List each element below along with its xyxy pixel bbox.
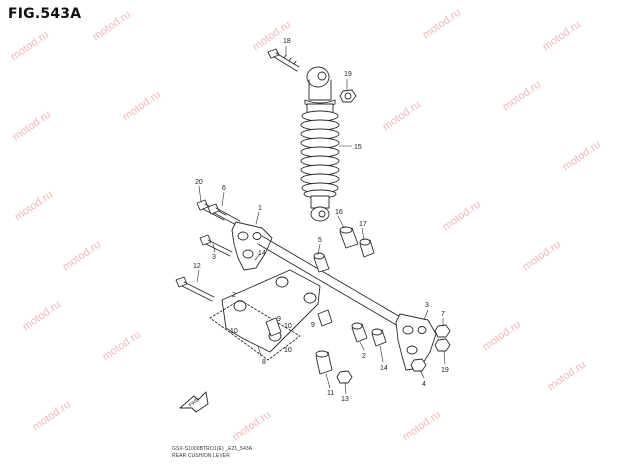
center-rod [257,235,403,327]
callout-label: 6 [222,185,226,192]
nut-7 [434,324,451,338]
callout-label: 19 [344,71,352,78]
callout-label: 2 [232,292,236,299]
collar-9-left [265,317,282,337]
callout-label: 10 [284,323,292,330]
front-arrow-icon [179,391,209,413]
callout-label: 9 [311,322,315,329]
bolt-6 [207,203,241,227]
bolt-11 [315,350,333,375]
callouts: 18 19 15 20 6 1 16 17 5 3 14 12 2 7 3 9 … [193,38,449,403]
bushing-5 [313,252,330,273]
figure-title: FIG.543A [8,6,82,22]
callout-label: 2 [362,353,366,360]
callout-label: 3 [425,302,429,309]
callout-label: 3 [212,254,216,261]
callout-label: 14 [380,365,388,372]
bracket-1-right [395,313,437,371]
callout-label: 8 [262,359,266,366]
callout-label: 13 [341,396,349,403]
footer-model-code: GSX-S1000BTRO1(E) _E21_543A [172,446,253,452]
cushion-lever-8 [209,269,321,361]
collar-2 [351,322,368,343]
callout-label: 7 [441,311,445,318]
callout-label: 1 [258,205,262,212]
nut-13 [336,370,353,384]
callout-label: 10 [230,328,238,335]
collar-10-right [317,309,333,327]
rear-shock-absorber [300,66,340,222]
leader-lines [196,45,446,395]
nut-19-right [434,338,451,352]
bolt-3-left [199,234,233,257]
collar-14-lower [371,328,387,347]
callout-label: 5 [318,237,322,244]
bolt-12 [175,276,215,302]
bracket-1-left [231,221,273,271]
callout-label: 9 [277,316,281,323]
collar-16 [339,226,359,249]
callout-label: 17 [359,221,367,228]
callout-label: 12 [193,263,201,270]
callout-label: 19 [441,367,449,374]
callout-label: 11 [327,390,334,397]
nut-19-top [339,89,357,103]
callout-label: 14 [258,250,266,257]
callout-label: 10 [284,347,292,354]
collar-17 [359,238,375,258]
footer-description: REAR CUSHION LEVER [172,453,230,459]
callout-label: 16 [335,209,343,216]
callout-label: 18 [283,38,291,45]
nut-4 [410,358,427,372]
callout-label: 4 [422,381,426,388]
callout-label: 15 [354,144,362,151]
callout-label: 20 [195,179,203,186]
bolt-18 [267,48,300,72]
